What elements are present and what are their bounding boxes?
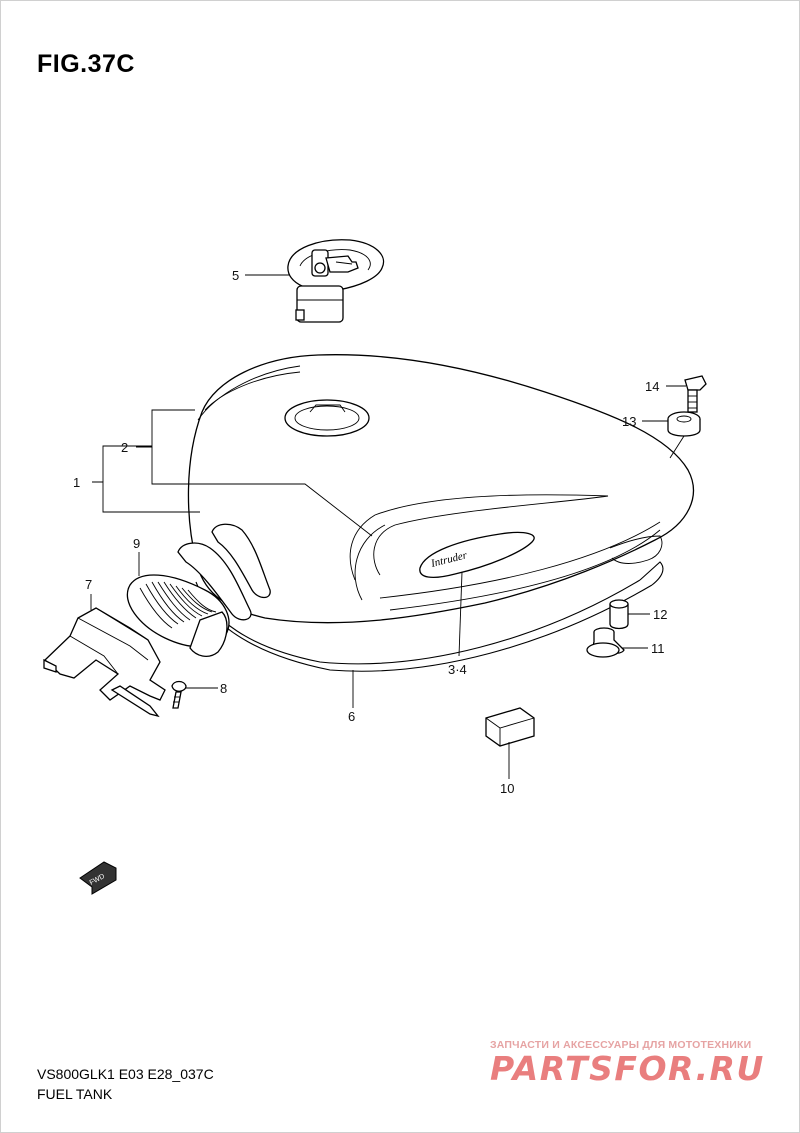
damper-block-part	[485, 707, 535, 747]
watermark-brand: PARTSFOR.RU	[490, 1049, 765, 1088]
callout-3-4: 3·4	[448, 662, 467, 677]
figure-caption: FUEL TANK	[37, 1086, 113, 1102]
leader-lines	[90, 274, 686, 779]
fwd-arrow-icon: FWD	[79, 861, 117, 895]
screw-part	[171, 680, 187, 709]
callout-labels: 1 2 3·4 5 6 7 8 9 10 11 12 13 14	[73, 268, 667, 796]
fuel-cap-part	[287, 239, 385, 323]
callout-10: 10	[500, 781, 514, 796]
spacer-part	[609, 599, 629, 630]
fuel-tank-part: Intruder	[177, 354, 694, 624]
grommet-part	[667, 411, 701, 437]
callout-6: 6	[348, 709, 355, 724]
callout-14: 14	[645, 379, 659, 394]
callout-1: 1	[73, 475, 80, 490]
bolt-part	[684, 375, 707, 413]
figure-title: FIG.37C	[37, 50, 135, 78]
bracket-part	[43, 607, 166, 718]
cushion-part	[126, 574, 230, 658]
callout-2: 2	[121, 440, 128, 455]
rubber-cushion-part	[586, 627, 625, 658]
callout-7: 7	[85, 577, 92, 592]
callout-12: 12	[653, 607, 667, 622]
callout-5: 5	[232, 268, 239, 283]
callout-11: 11	[651, 641, 665, 656]
callout-13: 13	[622, 414, 636, 429]
model-code: VS800GLK1 E03 E28_037C	[37, 1066, 214, 1082]
callout-9: 9	[133, 536, 140, 551]
watermark-tagline: ЗАПЧАСТИ И АКСЕССУАРЫ ДЛЯ МОТОТЕХНИКИ	[490, 1039, 752, 1051]
callout-8: 8	[220, 681, 227, 696]
